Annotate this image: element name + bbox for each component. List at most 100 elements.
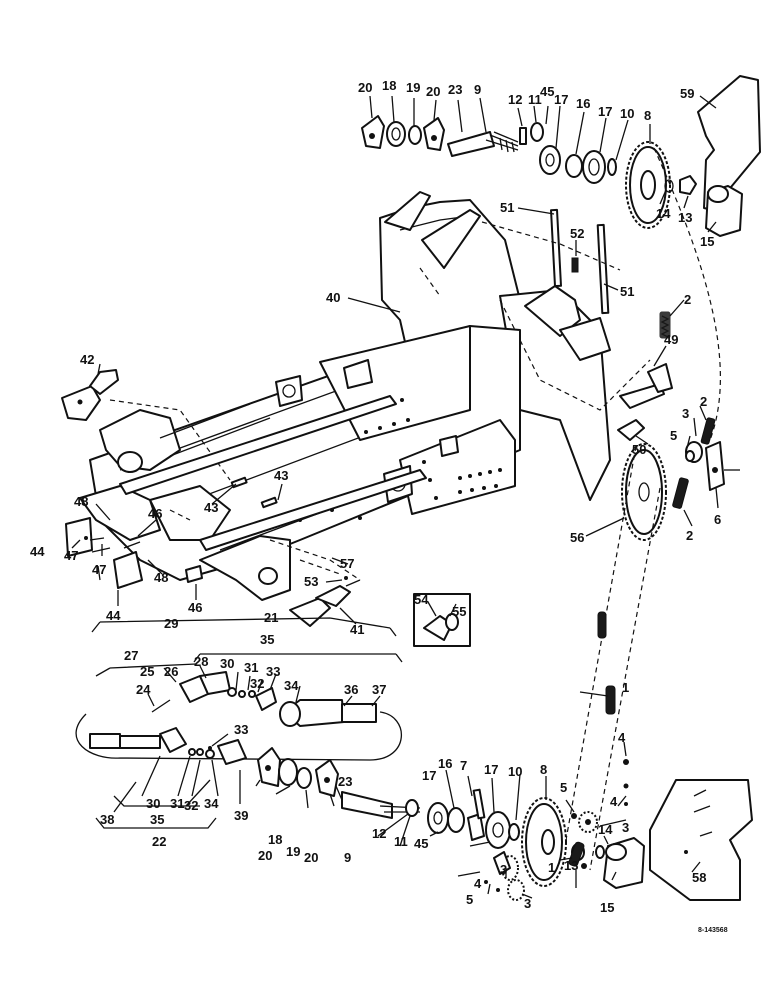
callout-label: 54 bbox=[414, 592, 429, 607]
lower-sprocket bbox=[521, 797, 567, 887]
callout-label: 50 bbox=[632, 442, 646, 457]
callout-label: 20 bbox=[426, 84, 440, 99]
callout-label: 20 bbox=[304, 850, 318, 865]
callout-label: 11 bbox=[528, 92, 542, 107]
callout-label: 52 bbox=[570, 226, 584, 241]
callout-label: 32 bbox=[250, 676, 264, 691]
callout-label: 32 bbox=[184, 798, 198, 813]
callout-label: 26 bbox=[164, 664, 178, 679]
callout-label: 33 bbox=[234, 722, 248, 737]
callout-label: 18 bbox=[268, 832, 282, 847]
callout-label: 34 bbox=[284, 678, 299, 693]
idler-assembly bbox=[685, 441, 740, 491]
callout-label: 13 bbox=[564, 858, 578, 873]
callout-label: 23 bbox=[338, 774, 352, 789]
callout-label: 48 bbox=[74, 494, 88, 509]
telescopic-shaft bbox=[75, 711, 403, 813]
callout-label: 5 bbox=[670, 428, 677, 443]
callout-label: 39 bbox=[234, 808, 248, 823]
callout-label: 5 bbox=[466, 892, 473, 907]
callout-label: 51 bbox=[620, 284, 634, 299]
callout-label: 15 bbox=[600, 900, 614, 915]
callout-label: 38 bbox=[100, 812, 114, 827]
leader-lines bbox=[71, 95, 719, 899]
callout-label: 27 bbox=[124, 648, 138, 663]
spring-2-lower bbox=[672, 477, 689, 509]
callout-label: 4 bbox=[474, 876, 482, 891]
callout-label: 24 bbox=[136, 682, 151, 697]
callout-label: 34 bbox=[204, 796, 219, 811]
rods-51 bbox=[550, 208, 610, 315]
callout-label: 55 bbox=[452, 604, 466, 619]
callout-label: 44 bbox=[30, 544, 45, 559]
callout-label: 46 bbox=[188, 600, 202, 615]
lower-shaft-assembly bbox=[257, 747, 520, 849]
callout-label: 31 bbox=[170, 796, 184, 811]
callout-label: 23 bbox=[448, 82, 462, 97]
callout-label: 42 bbox=[80, 352, 94, 367]
callout-label: 19 bbox=[286, 844, 300, 859]
callout-label: 35 bbox=[150, 812, 164, 827]
bracket-49 bbox=[619, 363, 673, 409]
callout-label: 53 bbox=[304, 574, 318, 589]
callout-label: 49 bbox=[664, 332, 678, 347]
upper-sprocket bbox=[625, 141, 697, 229]
callout-label: 3 bbox=[622, 820, 629, 835]
callout-label: 9 bbox=[344, 850, 351, 865]
callout-label: 12 bbox=[508, 92, 522, 107]
callout-label: 9 bbox=[474, 82, 481, 97]
callout-label: 10 bbox=[620, 106, 634, 121]
callout-label: 14 bbox=[656, 206, 671, 221]
callout-label: 1 bbox=[548, 860, 555, 875]
callout-label: 2 bbox=[700, 394, 707, 409]
callout-label: 28 bbox=[194, 654, 208, 669]
callout-label: 21 bbox=[264, 610, 278, 625]
callout-label: 8 bbox=[644, 108, 651, 123]
callout-label: 19 bbox=[406, 80, 420, 95]
universal-joint-28 bbox=[151, 671, 277, 713]
callout-label: 22 bbox=[152, 834, 166, 849]
callout-label: 47 bbox=[92, 562, 106, 577]
callout-label: 33 bbox=[266, 664, 280, 679]
callout-label: 37 bbox=[372, 682, 386, 697]
callout-label: 30 bbox=[146, 796, 160, 811]
brace-29-35 bbox=[91, 617, 403, 677]
screws-4 bbox=[623, 759, 629, 806]
callout-label: 43 bbox=[204, 500, 218, 515]
callout-label: 46 bbox=[148, 506, 162, 521]
callout-label: 17 bbox=[598, 104, 612, 119]
spring-2-upper bbox=[659, 311, 671, 339]
callout-label: 45 bbox=[414, 836, 428, 851]
callout-label: 17 bbox=[554, 92, 568, 107]
callout-label: 7 bbox=[460, 758, 467, 773]
callout-label: 15 bbox=[700, 234, 714, 249]
callout-label: 30 bbox=[220, 656, 234, 671]
callout-label: 3 bbox=[524, 896, 531, 911]
callout-label: 1 bbox=[622, 680, 629, 695]
callout-label: 6 bbox=[714, 512, 721, 527]
shaft-36-37 bbox=[279, 699, 377, 727]
callout-label: 2 bbox=[686, 528, 693, 543]
callout-label: 20 bbox=[358, 80, 372, 95]
callout-label: 31 bbox=[244, 660, 258, 675]
callout-label: 11 bbox=[394, 834, 408, 849]
callout-label: 35 bbox=[260, 632, 274, 647]
callout-label: 44 bbox=[106, 608, 121, 623]
callout-label: 8 bbox=[540, 762, 547, 777]
callout-label: 51 bbox=[500, 200, 514, 215]
callout-label: 59 bbox=[680, 86, 694, 101]
callout-label: 18 bbox=[382, 78, 396, 93]
bracket-50 bbox=[617, 419, 645, 441]
callout-label: 40 bbox=[326, 290, 340, 305]
callout-label: 17 bbox=[484, 762, 498, 777]
callout-label: 14 bbox=[598, 822, 613, 837]
callout-label: 12 bbox=[372, 826, 386, 841]
main-frame bbox=[79, 191, 651, 601]
upper-shaft-assembly bbox=[361, 115, 617, 184]
callout-label: 10 bbox=[508, 764, 522, 779]
spring-2-right bbox=[700, 417, 716, 445]
guard-plate-58 bbox=[649, 779, 753, 901]
callout-label: 48 bbox=[154, 570, 168, 585]
